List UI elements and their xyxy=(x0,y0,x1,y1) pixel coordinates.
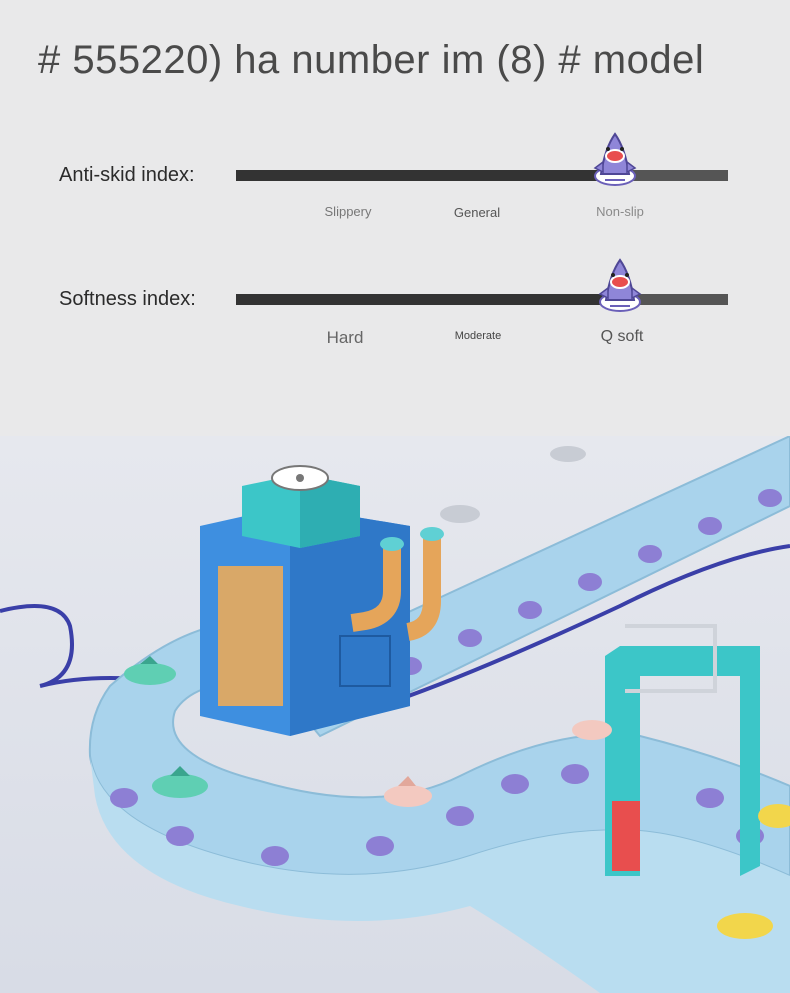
factory-illustration xyxy=(0,436,790,993)
slipper-grey-1 xyxy=(440,505,480,523)
anti-skid-bar-remainder xyxy=(614,170,728,181)
softness-tick-hard: Hard xyxy=(326,328,364,347)
shark-slipper-icon xyxy=(593,132,637,186)
softness-tick-moderate: Moderate xyxy=(454,330,502,342)
pipes xyxy=(350,527,444,641)
anti-skid-tick-slippery: Slippery xyxy=(324,204,372,219)
slipper-mint-1 xyxy=(124,656,176,685)
belt-base xyxy=(90,756,790,993)
softness-bar-remainder xyxy=(619,294,728,305)
teal-press-machine xyxy=(605,624,760,876)
conveyor-scene xyxy=(0,436,790,993)
slipper-yellow-2 xyxy=(717,913,773,939)
slipper-grey-2 xyxy=(550,446,586,462)
anti-skid-bar xyxy=(236,170,728,181)
anti-skid-tick-general: General xyxy=(453,205,501,220)
slipper-pink-1 xyxy=(384,776,432,807)
anti-skid-tick-non-slip: Non-slip xyxy=(596,204,644,219)
slipper-yellow-1 xyxy=(758,804,790,828)
anti-skid-label: Anti-skid index: xyxy=(59,164,195,186)
softness-bar xyxy=(236,294,728,305)
blue-machine xyxy=(200,465,410,736)
slipper-pink-2 xyxy=(572,720,612,740)
page-title: # 555220) ha number im (8) # model xyxy=(38,38,705,82)
slipper-mint-2 xyxy=(152,766,208,798)
softness-tick-q-soft: Q soft xyxy=(600,328,644,345)
rating-panel: # 555220) ha number im (8) # model Anti-… xyxy=(0,0,790,436)
shark-slipper-icon xyxy=(598,258,642,312)
softness-label: Softness index: xyxy=(59,288,196,310)
